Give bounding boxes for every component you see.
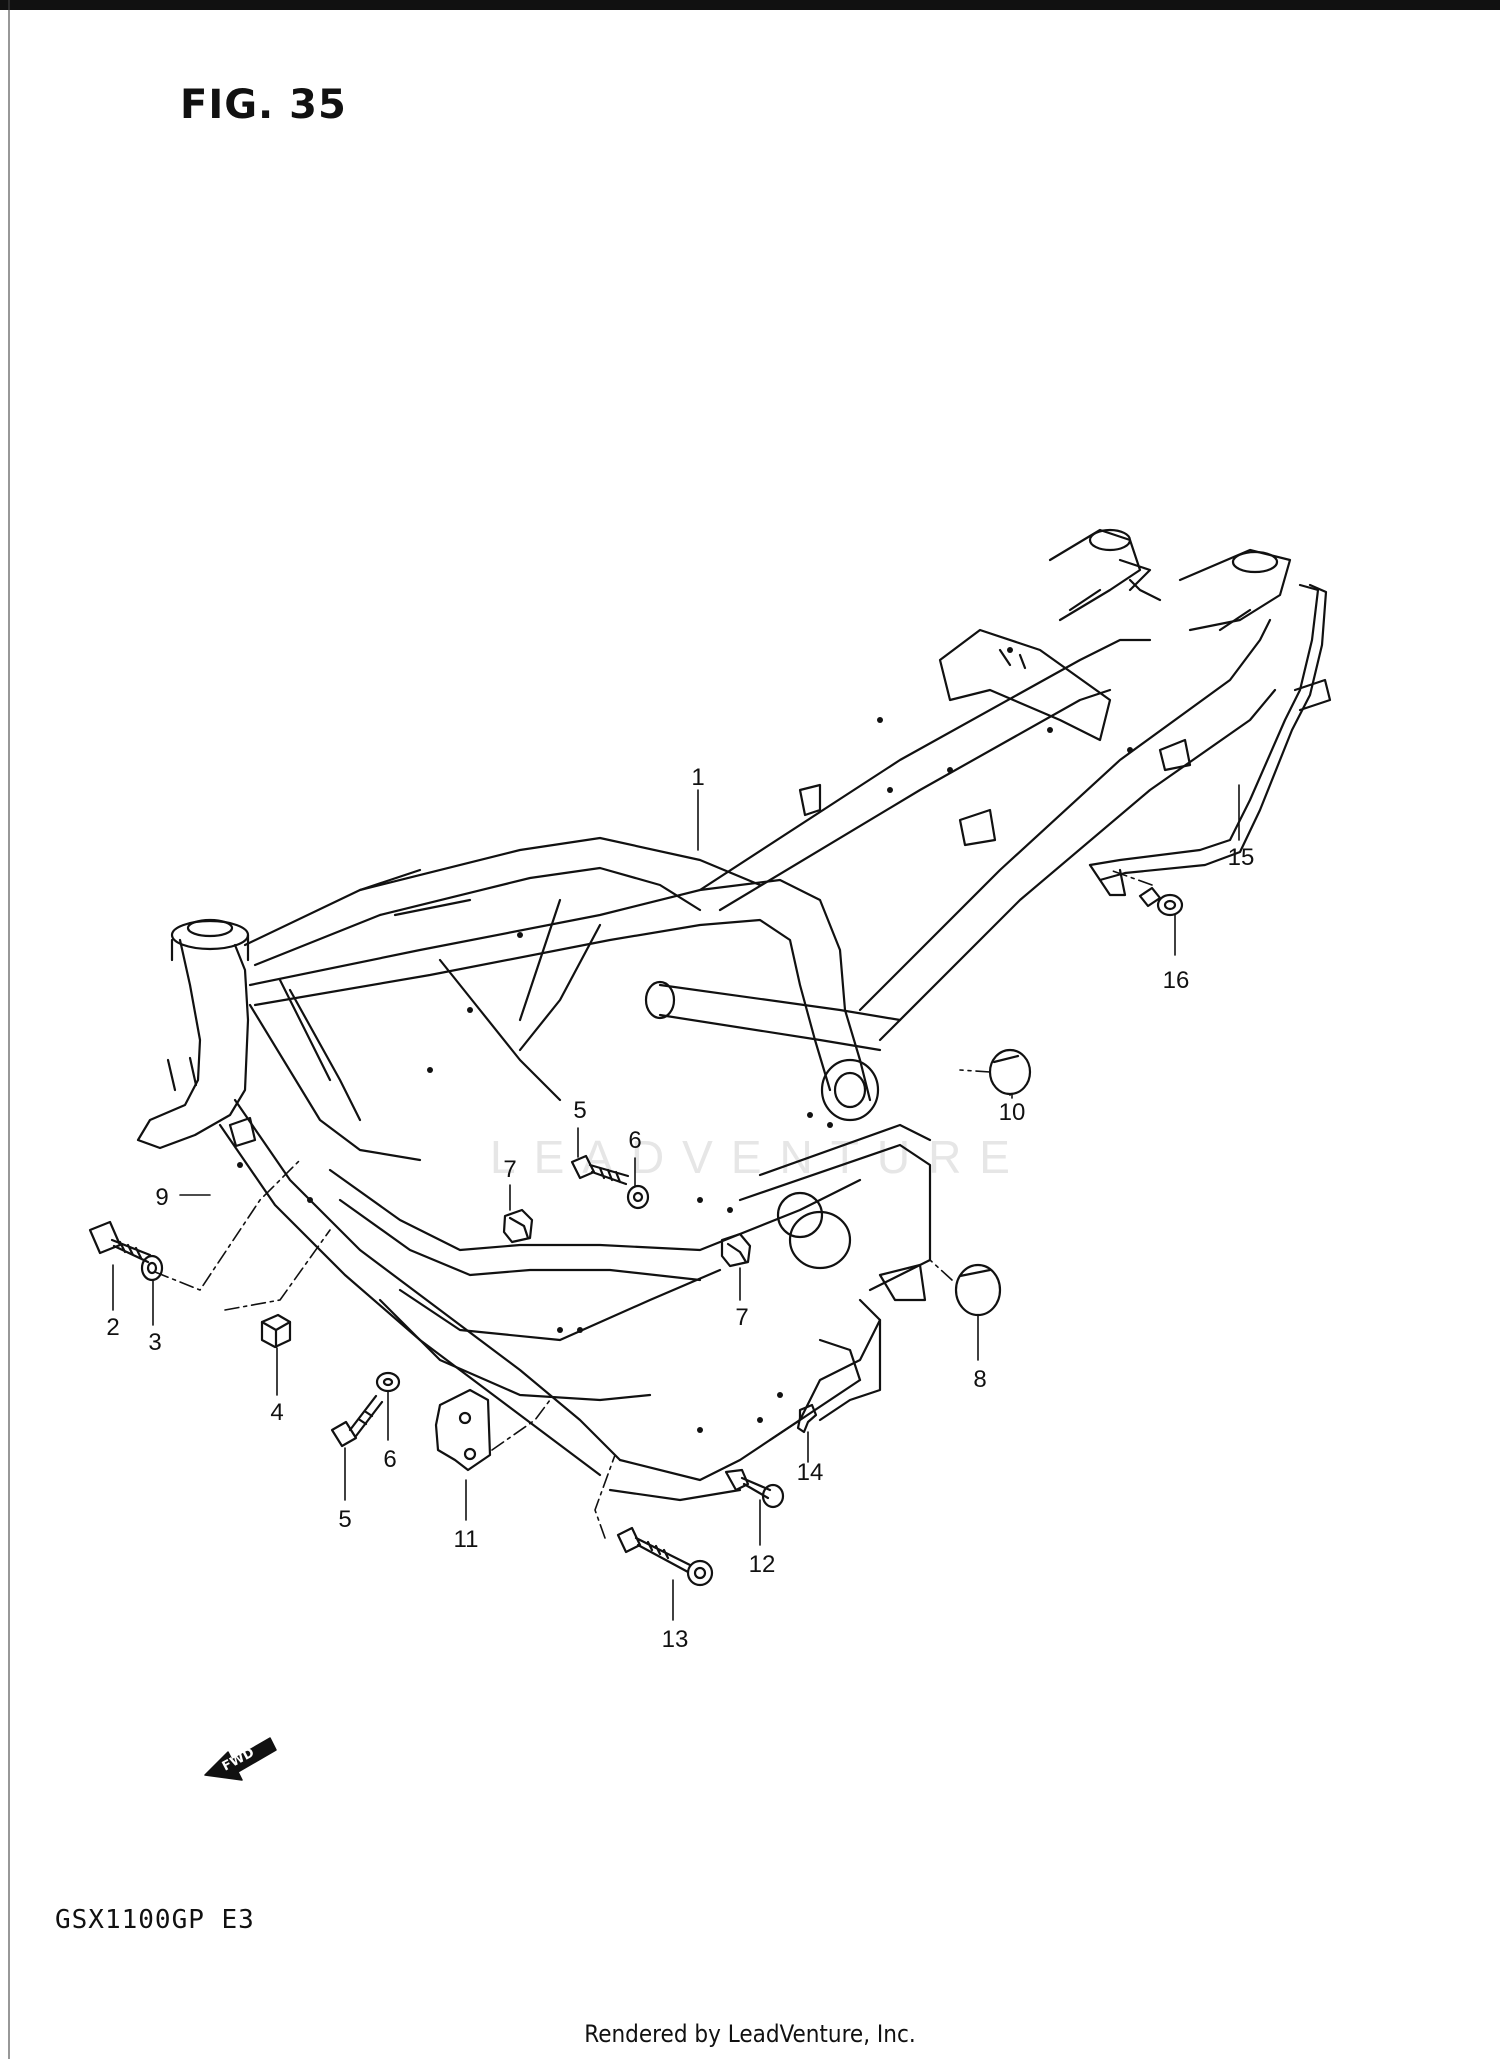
callout-3: 3 bbox=[148, 1329, 161, 1356]
callout-2: 2 bbox=[106, 1314, 119, 1341]
callout-12: 12 bbox=[749, 1551, 776, 1578]
callout-10: 10 bbox=[999, 1099, 1026, 1126]
figure-title: FIG. 35 bbox=[180, 82, 347, 128]
callout-6-lower: 6 bbox=[383, 1446, 396, 1473]
callout-15: 15 bbox=[1228, 844, 1255, 871]
left-border bbox=[8, 0, 10, 2059]
callout-7-right: 7 bbox=[735, 1304, 748, 1331]
model-code: GSX1100GP E3 bbox=[55, 1905, 255, 1935]
callout-13: 13 bbox=[662, 1626, 689, 1653]
top-border bbox=[0, 0, 1500, 10]
render-credit: Rendered by LeadVenture, Inc. bbox=[584, 2020, 916, 2048]
part-15-rear-brace bbox=[1088, 583, 1332, 897]
callout-7-left: 7 bbox=[503, 1156, 516, 1183]
callout-4: 4 bbox=[270, 1399, 283, 1426]
fasteners bbox=[88, 886, 1184, 1587]
forward-arrow-icon: FWD bbox=[204, 1737, 277, 1781]
leader-lines bbox=[112, 784, 1240, 1621]
callout-5-lower: 5 bbox=[338, 1506, 351, 1533]
callout-16: 16 bbox=[1163, 967, 1190, 994]
callout-labels: 1 2 3 4 5 5 6 6 7 7 8 9 10 11 12 13 14 1… bbox=[106, 764, 1254, 1653]
callout-6-upper: 6 bbox=[628, 1127, 641, 1154]
callout-11: 11 bbox=[454, 1526, 479, 1553]
main-frame bbox=[136, 528, 1292, 1502]
callout-8: 8 bbox=[973, 1366, 986, 1393]
watermark: LEADVENTURE bbox=[490, 1131, 1028, 1183]
callout-14: 14 bbox=[797, 1459, 824, 1486]
callout-5-upper: 5 bbox=[573, 1097, 586, 1124]
callout-9: 9 bbox=[155, 1184, 168, 1211]
callout-1: 1 bbox=[691, 764, 704, 791]
